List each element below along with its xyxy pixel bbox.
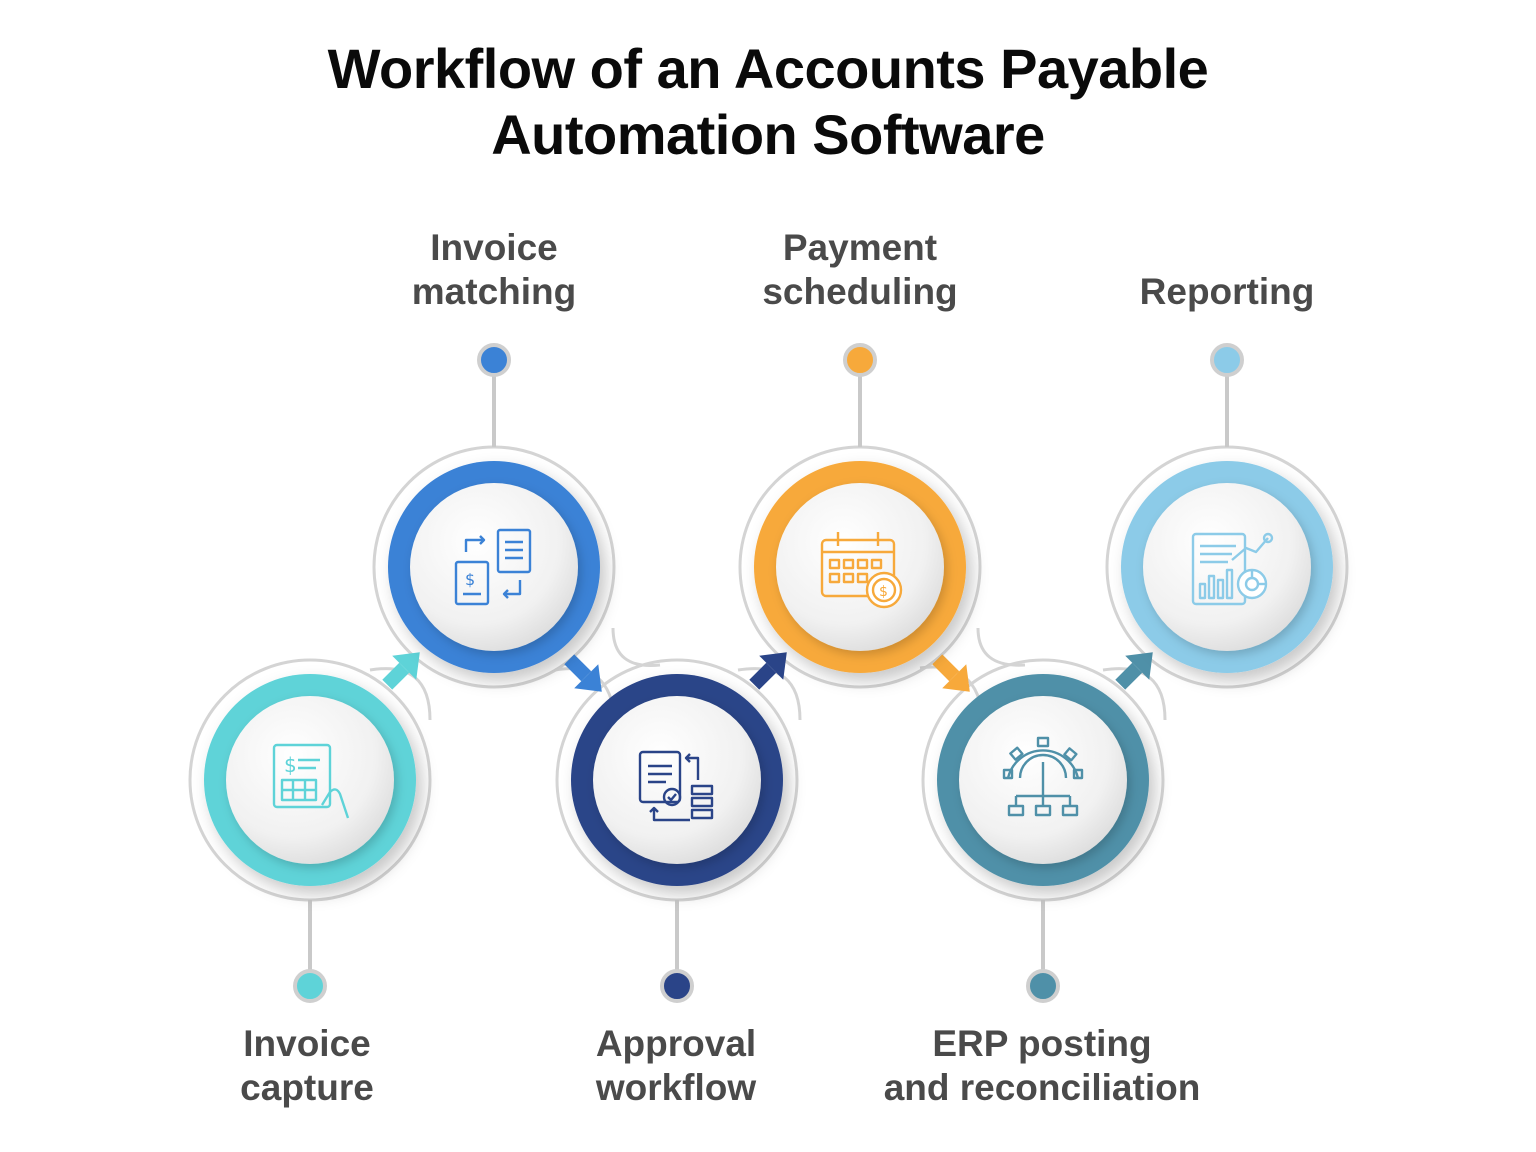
svg-text:$: $ <box>284 753 297 777</box>
dot-step-3 <box>660 969 694 1003</box>
step-label-approval-workflow: Approval workflow <box>496 1022 856 1110</box>
payment-calendar-icon: $ <box>820 532 903 609</box>
step-2-label-line-2: matching <box>411 271 577 312</box>
step-label-invoice-capture: Invoice capture <box>127 1022 487 1110</box>
step-4-label-line-2: scheduling <box>762 271 958 312</box>
connector-stems <box>308 375 1229 970</box>
dot-step-1 <box>293 969 327 1003</box>
step-label-erp-posting: ERP posting and reconciliation <box>822 1022 1262 1110</box>
step-label-invoice-matching: Invoice matching <box>314 226 674 314</box>
dot-step-2 <box>477 343 511 377</box>
arrow-4-5 <box>932 654 970 692</box>
step-5-label-line-1: ERP posting <box>932 1023 1152 1064</box>
svg-text:$: $ <box>879 584 888 600</box>
invoice-matching-icon: $ <box>454 528 532 606</box>
svg-text:$: $ <box>465 570 475 589</box>
step-circle-2 <box>388 461 600 673</box>
dot-step-4 <box>843 343 877 377</box>
dot-step-5 <box>1026 969 1060 1003</box>
step-label-payment-scheduling: Payment scheduling <box>680 226 1040 314</box>
step-1-label-line-2: capture <box>240 1067 374 1108</box>
step-1-label-line-1: Invoice <box>243 1023 371 1064</box>
step-4-label-line-1: Payment <box>782 227 938 268</box>
step-label-reporting: Reporting <box>1047 270 1407 314</box>
title-line-1: Workflow of an Accounts Payable <box>327 37 1209 100</box>
arrow-5-6 <box>1115 652 1153 690</box>
page-title: Workflow of an Accounts Payable Automati… <box>0 36 1536 168</box>
step-circle-3 <box>571 674 783 886</box>
arrow-3-4 <box>749 652 787 690</box>
dot-step-6 <box>1210 343 1244 377</box>
stem-dots <box>293 343 1244 1003</box>
approval-workflow-icon <box>638 750 714 822</box>
title-line-2: Automation Software <box>491 103 1045 166</box>
step-circle-6 <box>1121 461 1333 673</box>
step-6-label: Reporting <box>1139 271 1315 312</box>
step-3-label-line-1: Approval <box>595 1023 757 1064</box>
step-3-label-line-2: workflow <box>595 1067 757 1108</box>
step-5-label-line-2: and reconciliation <box>883 1067 1201 1108</box>
arrow-2-3 <box>564 654 602 692</box>
step-2-label-line-1: Invoice <box>430 227 558 268</box>
invoice-capture-icon: $ <box>272 743 350 819</box>
erp-gear-hierarchy-icon <box>1002 736 1084 817</box>
flow-arrows <box>382 652 1153 692</box>
reporting-chart-icon <box>1191 532 1274 606</box>
arrow-1-2 <box>382 652 420 690</box>
